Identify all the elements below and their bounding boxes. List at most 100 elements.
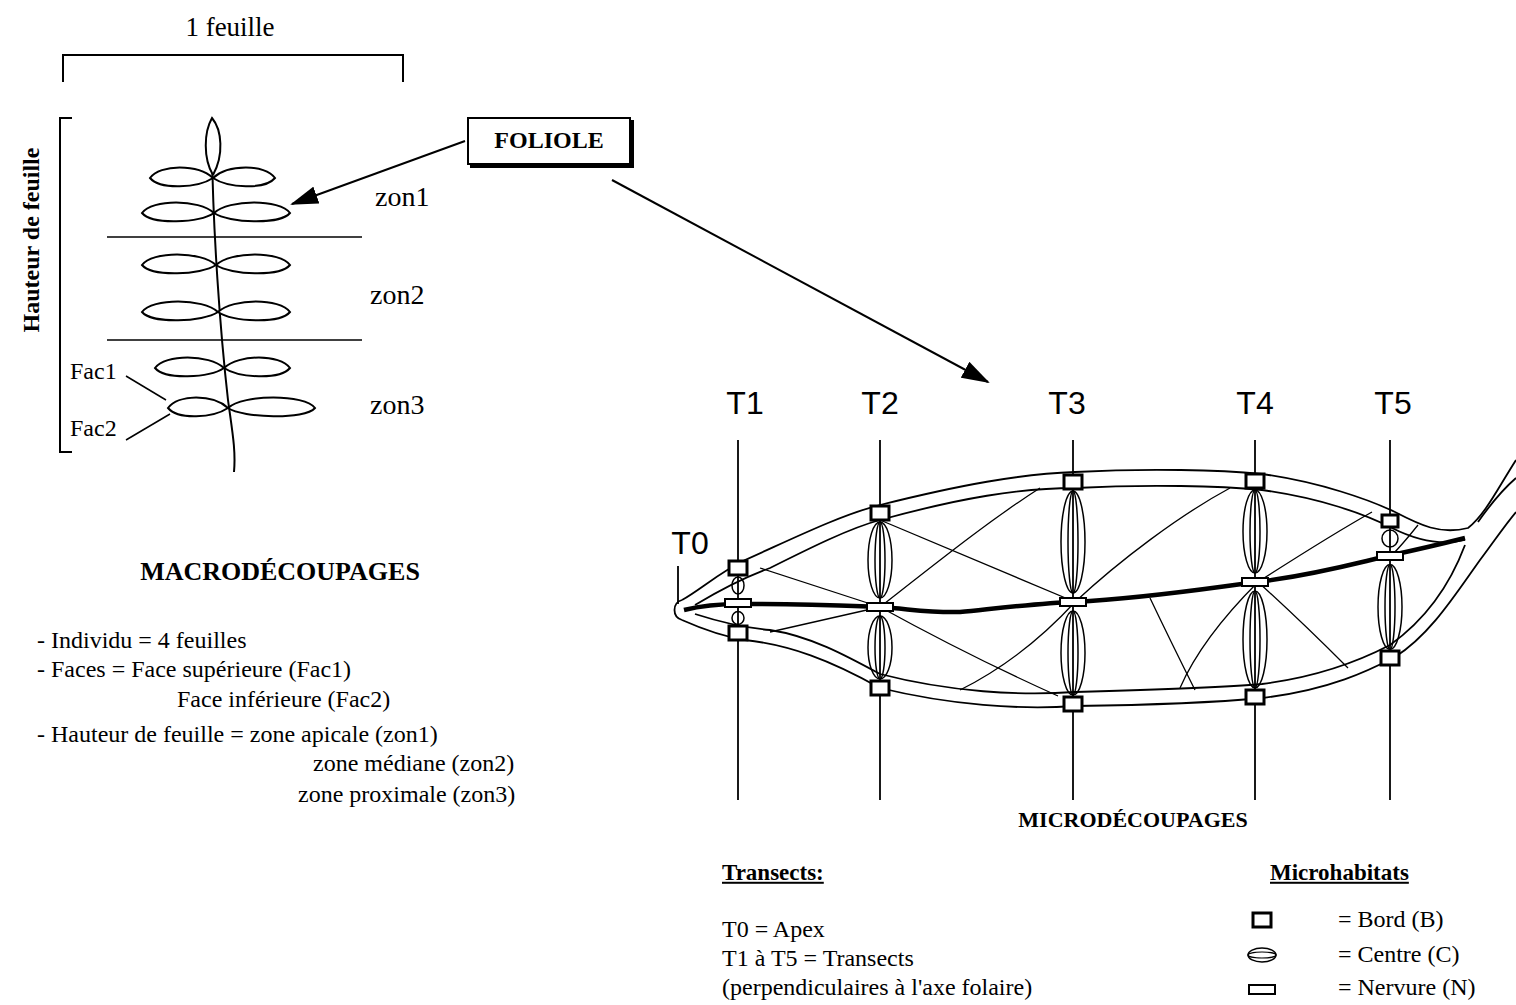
centre-ellipse (1068, 611, 1078, 695)
centre-ellipse (1068, 491, 1078, 593)
compound-leaf (142, 118, 315, 472)
centre-ellipse (1250, 591, 1260, 688)
face-label: Fac2 (70, 415, 117, 443)
list-item: - Individu = 4 feuilles (37, 627, 247, 655)
leaflet (218, 302, 290, 321)
centre-ellipse (1250, 490, 1260, 573)
bord-square (1064, 475, 1082, 489)
bracket-label: 1 feuille (185, 12, 274, 43)
key-heading: Microhabitats (1270, 860, 1409, 886)
leaflet (142, 302, 218, 321)
bord-square (1246, 474, 1264, 488)
leaflet (213, 168, 275, 187)
transect-label: T5 (1374, 385, 1411, 422)
leaflet (150, 168, 213, 187)
callout-box: FOLIOLE (467, 117, 631, 165)
transect-label: T4 (1236, 385, 1273, 422)
width-bracket (63, 55, 403, 82)
vein (1150, 598, 1195, 690)
centre-ellipse (1061, 611, 1085, 695)
zone-divider (107, 339, 362, 341)
axis-label: Hauteur de feuille (18, 148, 46, 333)
centre-ellipse (1061, 491, 1085, 593)
legend-symbol (1249, 985, 1275, 994)
bord-square (1064, 697, 1082, 711)
transect-label: T1 (726, 385, 763, 422)
centre-ellipse (1382, 530, 1398, 547)
vein (760, 568, 880, 607)
nervure-rect (1060, 598, 1086, 606)
leaflet (142, 203, 214, 222)
vein (770, 607, 880, 632)
transect-line (737, 440, 739, 800)
centre-ellipse (868, 522, 892, 598)
key-heading: Transects: (722, 860, 824, 886)
legend-symbol (1253, 913, 1271, 927)
legend-symbol (1248, 948, 1276, 962)
legend-symbol (1248, 952, 1276, 958)
legend-text: = Bord (B) (1338, 906, 1444, 934)
transect-label: T0 (671, 525, 708, 562)
nervure-rect (725, 599, 751, 607)
centre-ellipse (732, 612, 744, 625)
bord-square (871, 506, 889, 520)
bord-square (871, 681, 889, 695)
zone-label: zon2 (370, 279, 424, 311)
leaflet (206, 118, 221, 175)
transect-line (879, 440, 881, 800)
nervure-microhabitats (725, 552, 1403, 611)
list-item: zone proximale (zon3) (298, 781, 515, 809)
vein (880, 520, 1075, 602)
nervure-rect (1242, 578, 1268, 586)
key-item: T0 = Apex (722, 916, 825, 944)
height-bracket (60, 118, 72, 452)
centre-ellipse (875, 522, 885, 598)
leaflet (155, 358, 224, 377)
box-text: FOLIOLE (494, 127, 603, 155)
leaflet (216, 255, 290, 274)
vein (880, 488, 1040, 607)
leaflet (214, 203, 290, 222)
vein (1075, 488, 1230, 602)
zone-label: zon1 (375, 181, 429, 213)
vein (880, 607, 1058, 696)
bord-square (1246, 690, 1264, 704)
section-heading: MACRODÉCOUPAGES (140, 557, 420, 587)
centre-ellipse (1385, 565, 1395, 650)
vein (960, 602, 1075, 690)
secondary-veins (760, 488, 1418, 696)
vein (1258, 582, 1348, 668)
list-item: - Faces = Face supérieure (Fac1) (37, 656, 351, 684)
list-item: Face inférieure (Fac2) (177, 686, 390, 714)
leaflet (142, 255, 216, 274)
nervure-rect (867, 603, 893, 611)
centre-microhabitats (732, 490, 1402, 695)
centre-ellipse (1378, 565, 1402, 650)
centre-ellipse (1243, 591, 1267, 688)
transect-lines (738, 440, 1390, 800)
leaf-inner-outline (695, 486, 1465, 605)
zone-divider (107, 236, 362, 238)
bord-square (729, 561, 747, 575)
vein (1392, 525, 1418, 555)
petiole (1478, 478, 1516, 522)
leaflet (224, 358, 290, 377)
centre-ellipse (875, 616, 885, 679)
centre-ellipse (1243, 490, 1267, 573)
transect-label: T2 (861, 385, 898, 422)
key-item: T1 à T5 = Transects (722, 945, 914, 973)
bord-square (1381, 651, 1399, 665)
midrib (684, 538, 1465, 612)
pointer-arrow (612, 180, 988, 382)
face-label: Fac1 (70, 358, 117, 386)
legend-text: = Centre (C) (1338, 941, 1460, 969)
centre-ellipse (868, 616, 892, 679)
vein (1258, 512, 1372, 582)
transect-line (1389, 440, 1391, 800)
leaflet (168, 398, 228, 417)
leaflet (228, 398, 315, 417)
transect-line (1072, 440, 1074, 800)
transect-label: T3 (1048, 385, 1085, 422)
